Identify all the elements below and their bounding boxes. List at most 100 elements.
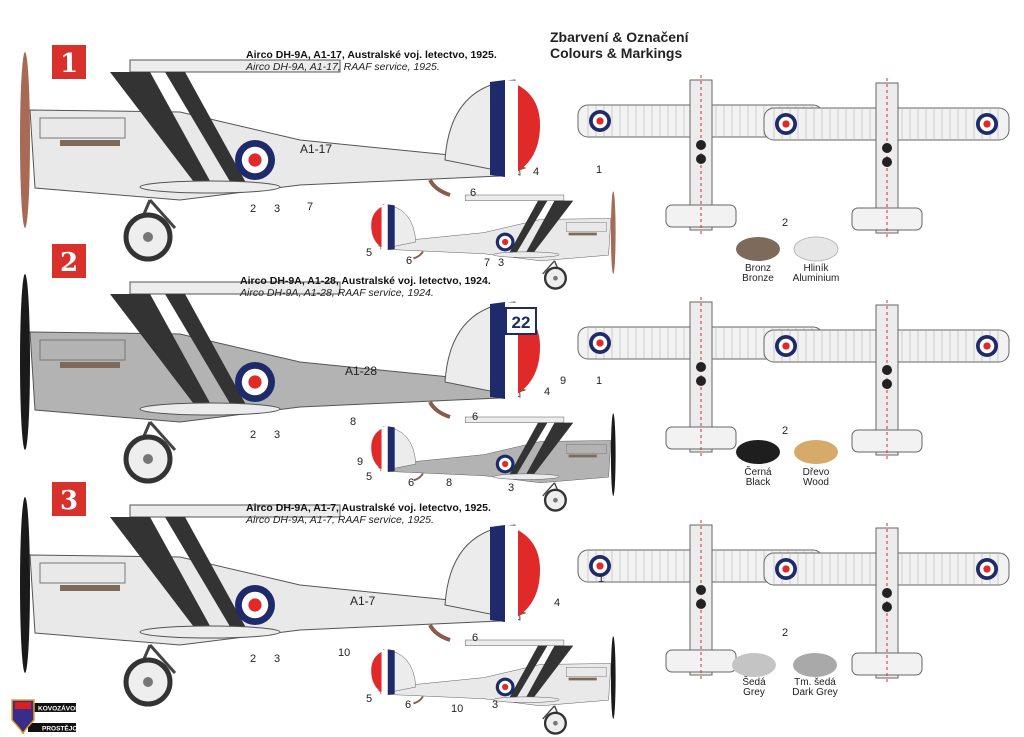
- code-number-panel: [505, 307, 537, 335]
- cockpit: [882, 365, 892, 375]
- wheel-hub: [143, 677, 153, 687]
- scheme-1-header: 1 Airco DH-9A, A1-17, Australské voj. le…: [52, 45, 497, 79]
- rudder-stripe-white: [505, 525, 518, 623]
- swatch-label-en: Aluminium: [793, 273, 840, 284]
- cockpit: [882, 157, 892, 167]
- serial-marking: A1-7: [350, 594, 376, 608]
- swatch-label-en: Wood: [803, 477, 829, 488]
- engine-cowling-panel: [39, 562, 126, 584]
- swatch-grey: [732, 653, 776, 677]
- scheme-number: 1: [60, 49, 78, 79]
- colours-title-cz: Zbarvení & Označení: [550, 29, 690, 45]
- swatch-dark-grey: [793, 653, 837, 677]
- lower-wing: [139, 180, 281, 194]
- swatch-label-cz: Bronz: [745, 263, 771, 274]
- serial-marking: A1-17: [300, 142, 332, 156]
- callout: 2: [250, 429, 256, 441]
- side-view-aircraft: [20, 497, 540, 707]
- plan-view-aircraft: [763, 300, 1010, 460]
- rudder-stripe-blue: [387, 426, 395, 472]
- lower-wing: [139, 625, 281, 639]
- interplane-strut: [110, 517, 215, 635]
- aircraft-drawings: [20, 52, 1010, 735]
- rudder-stripe-blue: [490, 525, 505, 622]
- interplane-strut: [165, 72, 250, 190]
- upper-wing: [129, 281, 341, 295]
- plan-view-aircraft: [577, 297, 824, 457]
- cockpit: [882, 588, 892, 598]
- callout: 3: [492, 699, 498, 711]
- wheel-hub: [143, 454, 153, 464]
- callout: 8: [350, 416, 356, 428]
- wheel-hub: [553, 720, 558, 726]
- callout: 1: [598, 573, 604, 585]
- callout: 5: [366, 471, 372, 483]
- interplane-strut: [523, 200, 574, 257]
- interplane-strut: [110, 72, 215, 190]
- callout: 4: [554, 597, 560, 609]
- callout: 2: [782, 217, 788, 229]
- roundel-centre: [248, 598, 262, 612]
- scheme-number-badge: [52, 244, 86, 278]
- swatch-label-cz: Šedá: [742, 675, 766, 688]
- propeller: [20, 274, 30, 450]
- lower-wing: [139, 402, 281, 416]
- roundel-centre: [782, 565, 790, 573]
- tail-skid: [428, 624, 451, 642]
- callout: 7: [307, 201, 313, 213]
- exhaust-pipe: [568, 677, 597, 681]
- exhaust-pipe: [60, 140, 120, 146]
- roundel-centre: [983, 565, 991, 573]
- swatch-wood: [794, 440, 838, 464]
- plan-view-aircraft: [577, 520, 824, 680]
- cockpit: [696, 362, 706, 372]
- roundel-centre: [502, 460, 509, 468]
- colour-swatches: Bronz Bronze Hliník Aluminium Černá Blac…: [732, 236, 840, 698]
- callout: 2: [782, 627, 788, 639]
- lower-wing: [493, 696, 560, 703]
- tail-skid: [428, 179, 451, 197]
- callout: 4: [544, 386, 550, 398]
- roundel-centre: [248, 153, 262, 167]
- cockpit: [882, 379, 892, 389]
- cockpit: [696, 376, 706, 386]
- propeller: [610, 636, 616, 719]
- scheme-title-en: Airco DH-9A, A1-28, RAAF service, 1924.: [239, 287, 434, 299]
- upper-wing: [464, 639, 565, 646]
- swatch-label-cz: Dřevo: [803, 467, 830, 478]
- propeller: [20, 497, 30, 673]
- propeller: [20, 52, 30, 228]
- callout: 2: [250, 203, 256, 215]
- scheme-number: 3: [60, 486, 78, 516]
- exhaust-pipe: [60, 585, 120, 591]
- upper-wing: [464, 194, 565, 201]
- callout: 10: [451, 703, 463, 715]
- scheme-title-en: Airco DH-9A, A1-7, RAAF service, 1925.: [245, 514, 434, 526]
- swatch-label-en: Bronze: [742, 273, 774, 284]
- callout: 6: [470, 187, 476, 199]
- scheme-2-header: 2 Airco DH-9A, A1-28, Australské voj. le…: [52, 244, 491, 299]
- roundel-centre: [596, 117, 604, 125]
- callout: 3: [274, 653, 280, 665]
- cockpit: [696, 140, 706, 150]
- colours-title-en: Colours & Markings: [550, 45, 682, 61]
- swatch-black: [736, 440, 780, 464]
- callout: 5: [366, 693, 372, 705]
- plan-view-aircraft: [763, 78, 1010, 238]
- callout: 6: [472, 411, 478, 423]
- callout: 6: [405, 699, 411, 711]
- interplane-strut: [507, 200, 548, 257]
- callout: 3: [274, 429, 280, 441]
- tail-skid: [413, 250, 424, 260]
- tail-skid: [428, 401, 451, 419]
- callout: 3: [498, 257, 504, 269]
- exhaust-pipe: [568, 454, 597, 458]
- callout: 1: [596, 164, 602, 176]
- rudder-stripe-white: [381, 204, 388, 251]
- logo-text-line1: KOVOZÁVODY: [38, 704, 85, 713]
- propeller: [610, 413, 616, 496]
- scheme-title-en: Airco DH-9A, A1-17, RAAF service, 1925.: [245, 61, 440, 73]
- interplane-strut: [523, 645, 574, 702]
- lower-wing: [493, 251, 560, 258]
